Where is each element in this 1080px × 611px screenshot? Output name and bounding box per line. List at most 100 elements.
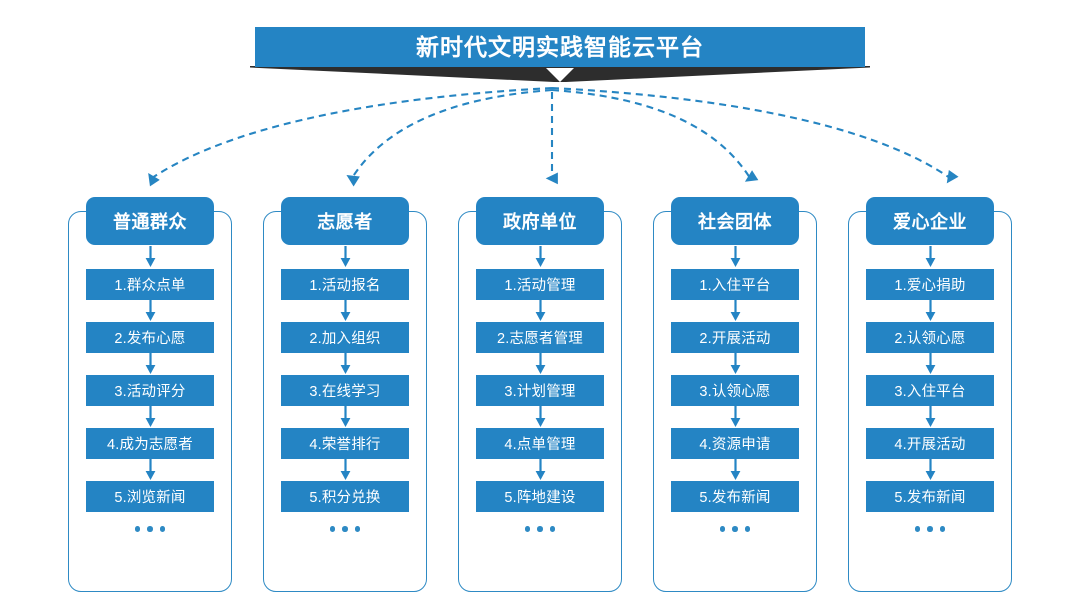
arrow-down-icon bbox=[145, 246, 155, 267]
arrow-down-icon bbox=[730, 459, 740, 480]
step-connector bbox=[924, 300, 937, 322]
role-column: 爱心企业 1.爱心捐助 2.认领心愿 3.入住平台 4.开展活动 5.发布新闻 bbox=[848, 197, 1012, 597]
arrow-down-icon bbox=[340, 353, 350, 374]
arrow-down-icon bbox=[340, 300, 350, 321]
step-box[interactable]: 3.计划管理 bbox=[476, 375, 604, 406]
arrow-down-icon bbox=[925, 406, 935, 427]
step-box[interactable]: 4.成为志愿者 bbox=[86, 428, 214, 459]
step-connector bbox=[534, 406, 547, 428]
arrow-down-icon bbox=[535, 300, 545, 321]
step-connector bbox=[534, 459, 547, 481]
arrow-down-icon bbox=[340, 406, 350, 427]
ellipsis-dot bbox=[134, 526, 141, 532]
ellipsis-dot bbox=[549, 526, 556, 532]
more-items-ellipsis bbox=[524, 512, 556, 546]
step-connector bbox=[339, 300, 352, 322]
arrow-down-icon bbox=[925, 246, 935, 267]
more-items-ellipsis bbox=[329, 512, 361, 546]
step-box[interactable]: 4.荣誉排行 bbox=[281, 428, 409, 459]
arrow-down-icon bbox=[145, 353, 155, 374]
ellipsis-dot bbox=[524, 526, 531, 532]
step-connector bbox=[924, 353, 937, 375]
step-connector bbox=[729, 406, 742, 428]
arrow-down-icon bbox=[730, 300, 740, 321]
step-box[interactable]: 3.入住平台 bbox=[866, 375, 994, 406]
connector-gap bbox=[729, 245, 742, 269]
arrow-down-icon bbox=[730, 246, 740, 267]
connector-to-column-1 bbox=[148, 86, 553, 187]
ellipsis-dot bbox=[732, 526, 738, 532]
arrow-down-icon bbox=[925, 300, 935, 321]
step-connector bbox=[729, 459, 742, 481]
role-column: 普通群众 1.群众点单 2.发布心愿 3.活动评分 4.成为志愿者 5.浏览新闻 bbox=[68, 197, 232, 597]
arrow-down-icon bbox=[730, 353, 740, 374]
role-header-4[interactable]: 社会团体 bbox=[671, 197, 799, 245]
page-title: 新时代文明实践智能云平台 bbox=[416, 33, 704, 60]
step-box[interactable]: 4.开展活动 bbox=[866, 428, 994, 459]
ellipsis-dot bbox=[537, 526, 543, 532]
arrow-down-icon bbox=[535, 353, 545, 374]
step-box[interactable]: 4.点单管理 bbox=[476, 428, 604, 459]
platform-title-banner: 新时代文明实践智能云平台 bbox=[255, 27, 865, 67]
step-connector bbox=[339, 459, 352, 481]
connector-to-column-2 bbox=[346, 88, 553, 187]
step-box[interactable]: 5.浏览新闻 bbox=[86, 481, 214, 512]
arrow-down-icon bbox=[145, 459, 155, 480]
step-box[interactable]: 2.认领心愿 bbox=[866, 322, 994, 353]
role-column: 社会团体 1.入住平台 2.开展活动 3.认领心愿 4.资源申请 5.发布新闻 bbox=[653, 197, 817, 597]
arrow-down-icon bbox=[925, 459, 935, 480]
connector-to-column-4 bbox=[551, 88, 759, 182]
step-box[interactable]: 4.资源申请 bbox=[671, 428, 799, 459]
step-box[interactable]: 3.活动评分 bbox=[86, 375, 214, 406]
step-box[interactable]: 1.爱心捐助 bbox=[866, 269, 994, 300]
connector-to-column-5 bbox=[551, 86, 959, 184]
ellipsis-dot bbox=[927, 526, 933, 532]
role-header-5[interactable]: 爱心企业 bbox=[866, 197, 994, 245]
step-box[interactable]: 2.志愿者管理 bbox=[476, 322, 604, 353]
more-items-ellipsis bbox=[914, 512, 946, 546]
role-header-3[interactable]: 政府单位 bbox=[476, 197, 604, 245]
step-box[interactable]: 5.发布新闻 bbox=[671, 481, 799, 512]
step-box[interactable]: 5.阵地建设 bbox=[476, 481, 604, 512]
ellipsis-dot bbox=[939, 526, 946, 532]
step-connector bbox=[144, 353, 157, 375]
arrow-down-icon bbox=[340, 246, 350, 267]
step-connector bbox=[924, 459, 937, 481]
role-header-2[interactable]: 志愿者 bbox=[281, 197, 409, 245]
step-connector bbox=[534, 353, 547, 375]
role-column-body: 社会团体 1.入住平台 2.开展活动 3.认领心愿 4.资源申请 5.发布新闻 bbox=[653, 197, 817, 546]
step-box[interactable]: 1.群众点单 bbox=[86, 269, 214, 300]
connector-gap bbox=[924, 245, 937, 269]
step-connector bbox=[729, 300, 742, 322]
step-box[interactable]: 1.活动报名 bbox=[281, 269, 409, 300]
ellipsis-dot bbox=[147, 526, 153, 532]
step-box[interactable]: 3.认领心愿 bbox=[671, 375, 799, 406]
ellipsis-dot bbox=[719, 526, 726, 532]
arrow-down-icon bbox=[730, 406, 740, 427]
step-box[interactable]: 2.开展活动 bbox=[671, 322, 799, 353]
step-box[interactable]: 5.发布新闻 bbox=[866, 481, 994, 512]
more-items-ellipsis bbox=[134, 512, 166, 546]
ellipsis-dot bbox=[744, 526, 751, 532]
step-box[interactable]: 3.在线学习 bbox=[281, 375, 409, 406]
step-connector bbox=[339, 353, 352, 375]
step-box[interactable]: 1.活动管理 bbox=[476, 269, 604, 300]
arrow-down-icon bbox=[340, 459, 350, 480]
role-column: 志愿者 1.活动报名 2.加入组织 3.在线学习 4.荣誉排行 5.积分兑换 bbox=[263, 197, 427, 597]
role-column-body: 政府单位 1.活动管理 2.志愿者管理 3.计划管理 4.点单管理 5.阵地建设 bbox=[458, 197, 622, 546]
step-connector bbox=[339, 406, 352, 428]
role-column: 政府单位 1.活动管理 2.志愿者管理 3.计划管理 4.点单管理 5.阵地建设 bbox=[458, 197, 622, 597]
arrow-down-icon bbox=[145, 406, 155, 427]
role-header-1[interactable]: 普通群众 bbox=[86, 197, 214, 245]
step-box[interactable]: 5.积分兑换 bbox=[281, 481, 409, 512]
connector-gap bbox=[339, 245, 352, 269]
step-box[interactable]: 1.入住平台 bbox=[671, 269, 799, 300]
step-box[interactable]: 2.加入组织 bbox=[281, 322, 409, 353]
arrow-down-icon bbox=[145, 300, 155, 321]
banner-chevron-band bbox=[250, 66, 870, 82]
chevron-down-icon bbox=[546, 68, 574, 82]
ellipsis-dot bbox=[354, 526, 361, 532]
connector-gap bbox=[534, 245, 547, 269]
step-box[interactable]: 2.发布心愿 bbox=[86, 322, 214, 353]
